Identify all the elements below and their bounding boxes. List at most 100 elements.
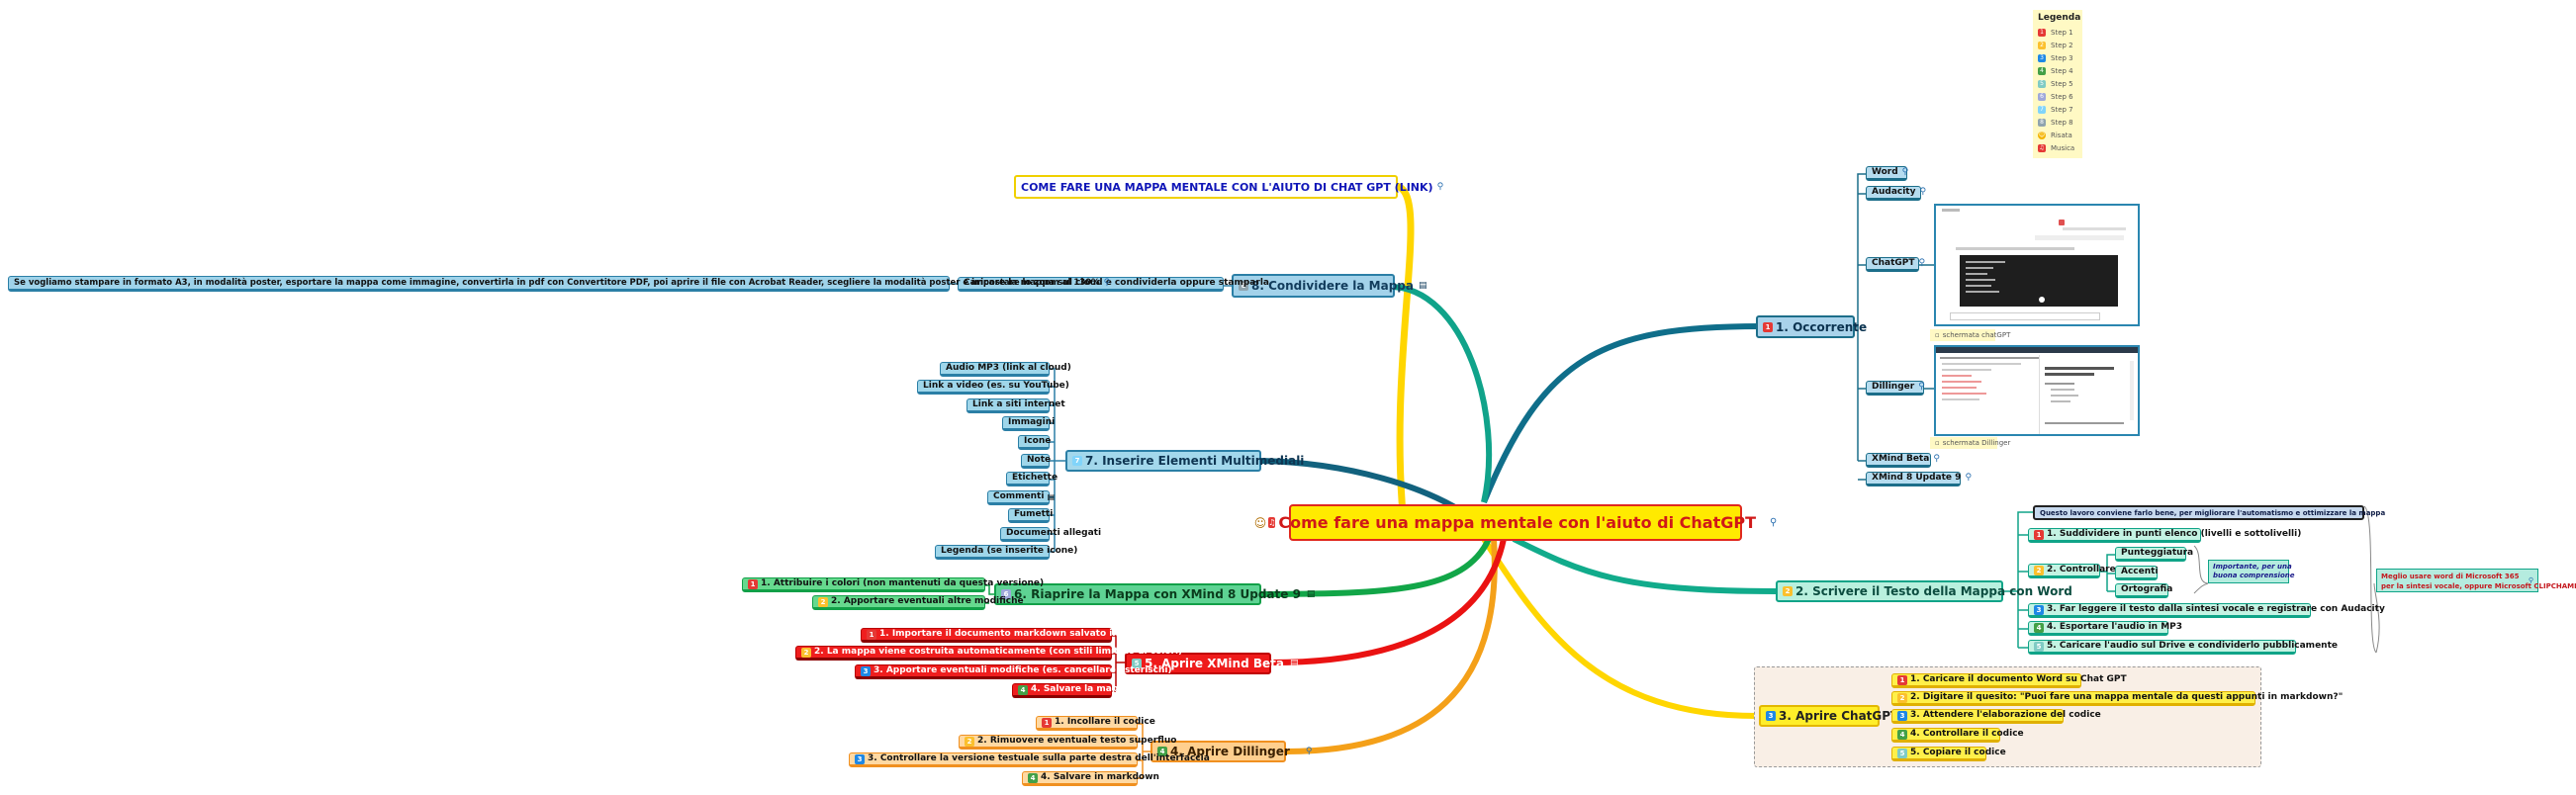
step-6-icon: 6: [2038, 92, 2046, 101]
importante-callout: Importante, per una buona comprensione: [2208, 560, 2295, 583]
laugh-icon: ☺: [2038, 131, 2046, 139]
branch-aprire-dillinger[interactable]: 4 4. Aprire Dillinger ⚲: [1150, 741, 1312, 762]
link-icon[interactable]: ⚲: [1965, 473, 1973, 483]
step-1-icon: 1: [2038, 28, 2046, 37]
step-4-icon: 4: [1157, 747, 1167, 756]
multimedia-item-commenti[interactable]: Commenti▤: [987, 490, 1055, 505]
document-icon: ▤: [1419, 280, 1427, 291]
branch-riaprire-mappa[interactable]: 6 6. Riaprire la Mappa con XMind 8 Updat…: [994, 583, 1315, 605]
legend-title: Legenda: [2038, 13, 2081, 23]
happy-face-icon: ☺: [1253, 515, 1267, 530]
link-icon[interactable]: ⚲: [1918, 382, 1925, 392]
controllare-ortografia[interactable]: Ortografia: [2115, 583, 2172, 598]
step-3-icon: 3: [2038, 53, 2046, 62]
chatgpt-screenshot-caption: ▫schermata chatGPT: [1930, 329, 2010, 341]
step-2-icon: 2: [801, 647, 811, 658]
legend-item: ☺Risata: [2038, 131, 2072, 139]
branch-aprire-xmind-beta[interactable]: 5 5. Aprire XMind Beta ▤: [1125, 653, 1298, 674]
root-topic[interactable]: ☺ ♫ Come fare una mappa mentale con l'ai…: [1254, 504, 1777, 541]
multimedia-item-documenti[interactable]: Documenti allegati: [1000, 527, 1101, 542]
multimedia-item-fumetti[interactable]: Fumetti: [1008, 508, 1053, 523]
link-icon[interactable]: ⚲: [1933, 454, 1940, 464]
multimedia-item-legenda[interactable]: Legenda (se inserite icone): [935, 545, 1077, 560]
root-topic-label: Come fare una mappa mentale con l'aiuto …: [1278, 512, 1756, 532]
branch-scrivere[interactable]: 2 2. Scrivere il Testo della Mappa con W…: [1776, 580, 2072, 602]
condividere-detail[interactable]: Se vogliamo stampare in formato A3, in m…: [8, 276, 1110, 292]
controllare-accenti[interactable]: Accenti: [2115, 566, 2159, 580]
branch-aprire-chatgpt[interactable]: 3 3. Aprire ChatGPT: [1759, 705, 1898, 727]
document-icon: ▤: [1306, 588, 1316, 599]
step-1-icon: 1: [748, 578, 758, 589]
branch-occorrente[interactable]: 1 1. Occorrente: [1756, 315, 1867, 338]
branch-elementi-multimediali[interactable]: 7 7. Inserire Elementi Multimediali: [1065, 450, 1304, 472]
occorrente-item-xmind-beta[interactable]: XMind Beta⚲: [1866, 453, 1940, 468]
step-2-icon: 2: [1897, 692, 1907, 703]
condividere-item-1[interactable]: Caricare la mappa sul cloud e condivider…: [958, 277, 1269, 292]
link-icon[interactable]: ⚲: [1770, 516, 1778, 528]
multimedia-item-note[interactable]: Note: [1021, 454, 1051, 469]
step-4-icon: 4: [1897, 729, 1907, 740]
step-3-icon: 3: [861, 665, 871, 676]
multimedia-item-audio[interactable]: Audio MP3 (link al cloud): [940, 362, 1071, 377]
step-1-icon: 1: [867, 629, 876, 640]
link-icon[interactable]: ⚲: [2528, 576, 2533, 584]
music-icon: ♫: [2038, 143, 2046, 152]
occorrente-item-chatgpt[interactable]: ChatGPT⚲: [1866, 257, 1925, 272]
occorrente-item-word[interactable]: Word⚲: [1866, 166, 1909, 181]
step-2-icon: 2: [2038, 41, 2046, 49]
legend-item: ♫Musica: [2038, 143, 2075, 152]
multimedia-item-video[interactable]: Link a video (es. su YouTube): [917, 380, 1069, 395]
step-5-icon: 5: [1897, 748, 1907, 758]
link-icon[interactable]: ⚲: [1918, 258, 1926, 268]
link-icon[interactable]: ⚲: [1919, 187, 1927, 197]
multimedia-item-siti[interactable]: Link a siti internet: [966, 398, 1065, 413]
occorrente-item-xmind-8[interactable]: XMind 8 Update 9⚲: [1866, 472, 1972, 486]
multimedia-item-icone[interactable]: Icone: [1018, 435, 1051, 450]
link-icon[interactable]: ⚲: [1436, 181, 1444, 192]
multimedia-item-etichette[interactable]: Etichette: [1006, 472, 1058, 486]
link-icon[interactable]: ⚲: [1901, 167, 1909, 177]
scrivere-note: Questo lavoro conviene farlo bene, per m…: [2033, 505, 2385, 520]
occorrente-item-dillinger[interactable]: Dillinger⚲: [1866, 381, 1925, 396]
multimedia-item-immagini[interactable]: Immagini: [1002, 416, 1055, 431]
occorrente-item-audacity[interactable]: Audacity⚲: [1866, 186, 1926, 201]
link-icon[interactable]: ⚲: [1305, 746, 1313, 756]
document-icon: ▤: [1289, 658, 1299, 668]
link-icon[interactable]: ⚲: [1103, 277, 1111, 288]
step-8-icon: 8: [2038, 118, 2046, 127]
step-8-icon: 8: [1239, 281, 1248, 291]
branch-condividere-mappa[interactable]: 8 8. Condividere la Mappa ▤: [1232, 274, 1427, 298]
step-4-icon: 4: [2038, 66, 2046, 75]
step-7-icon: 7: [2038, 105, 2046, 114]
step-4-icon: 4: [2034, 622, 2044, 633]
top-link-topic[interactable]: COME FARE UNA MAPPA MENTALE CON L'AIUTO …: [1014, 175, 1443, 199]
controllare-punteggiatura[interactable]: Punteggiatura: [2115, 547, 2193, 562]
